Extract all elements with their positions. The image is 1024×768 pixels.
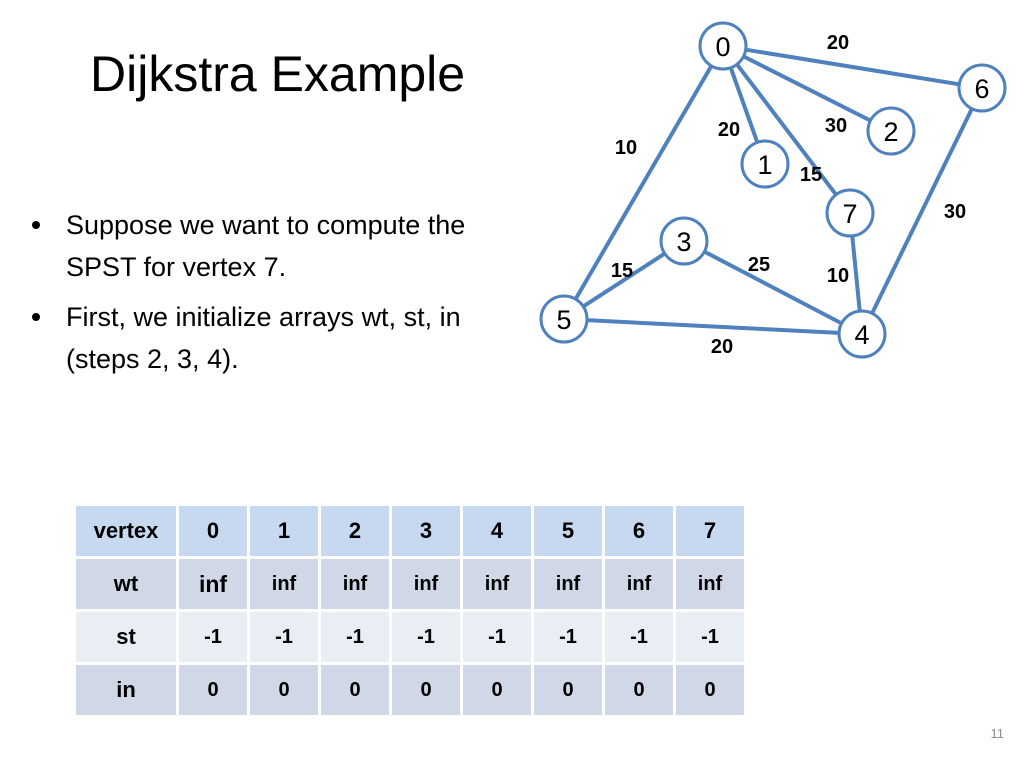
- node-label: 7: [842, 199, 857, 229]
- table-cell: inf: [176, 556, 250, 612]
- table-cell: inf: [318, 556, 392, 612]
- node-circle: [837, 309, 887, 359]
- graph-node-5: 5: [539, 294, 589, 344]
- edge-0-5: [573, 64, 714, 301]
- row-label-in: in: [73, 662, 179, 718]
- edges-layer: [573, 47, 974, 335]
- edge-weight-label: 20: [827, 32, 849, 54]
- edge-weight-label: 30: [825, 115, 847, 137]
- table-cell: -1: [673, 609, 747, 665]
- table-cell: inf: [247, 556, 321, 612]
- node-label: 4: [854, 320, 869, 350]
- node-label: 2: [883, 117, 898, 147]
- edge-weight-label: 10: [827, 265, 849, 287]
- header-cell: 1: [247, 503, 321, 559]
- edge-0-1: [728, 66, 760, 144]
- node-label: 0: [715, 32, 730, 62]
- table-row-st: st -1 -1 -1 -1 -1 -1 -1 -1: [73, 609, 747, 665]
- edge-weight-label: 15: [800, 164, 822, 186]
- table-row-in: in 0 0 0 0 0 0 0 0: [73, 662, 747, 718]
- node-circle: [825, 188, 875, 238]
- edge-3-5: [582, 251, 666, 309]
- graph-node-2: 2: [866, 106, 916, 156]
- graph-diagram: 20 20 30 10 15 30 10 25 15 20 0 1 2 3 4 5 6 7: [539, 21, 1007, 359]
- table-cell: -1: [247, 609, 321, 665]
- table-cell: -1: [531, 609, 605, 665]
- table-cell: 0: [247, 662, 321, 718]
- table-cell: 0: [318, 662, 392, 718]
- bullet-list: Suppose we want to compute the SPST for …: [28, 204, 498, 388]
- table-cell: -1: [176, 609, 250, 665]
- nodes-layer: 0 1 2 3 4 5 6 7: [539, 21, 1007, 359]
- node-circle: [740, 139, 790, 189]
- node-circle: [659, 216, 709, 266]
- page-number: 11: [990, 726, 1005, 741]
- table-cell: -1: [460, 609, 534, 665]
- bullet-item: First, we initialize arrays wt, st, in (…: [28, 296, 498, 380]
- table-cell: inf: [673, 556, 747, 612]
- graph-node-3: 3: [659, 216, 709, 266]
- header-cell: vertex: [73, 503, 179, 559]
- table-cell: inf: [389, 556, 463, 612]
- header-cell: 7: [673, 503, 747, 559]
- arrays-table: vertex 0 1 2 3 4 5 6 7 wt inf inf inf in…: [73, 503, 747, 718]
- table-cell: 0: [673, 662, 747, 718]
- graph-node-6: 6: [957, 63, 1007, 113]
- node-circle: [698, 21, 748, 71]
- node-label: 6: [974, 74, 989, 104]
- table-row-wt: wt inf inf inf inf inf inf inf inf: [73, 556, 747, 612]
- table-cell: -1: [389, 609, 463, 665]
- table-cell: inf: [531, 556, 605, 612]
- node-circle: [866, 106, 916, 156]
- header-cell: 4: [460, 503, 534, 559]
- edge-7-4: [850, 235, 862, 312]
- edge-weight-label: 20: [718, 119, 740, 141]
- slide-title: Dijkstra Example: [90, 46, 466, 102]
- header-cell: 0: [176, 503, 250, 559]
- edge-weight-label: 10: [615, 137, 637, 159]
- table-cell: inf: [602, 556, 676, 612]
- header-cell: 3: [389, 503, 463, 559]
- node-label: 1: [757, 150, 772, 180]
- table-cell: 0: [389, 662, 463, 718]
- edge-weight-label: 25: [748, 254, 770, 276]
- table-cell: 0: [176, 662, 250, 718]
- header-cell: 5: [531, 503, 605, 559]
- table-cell: -1: [318, 609, 392, 665]
- edge-weight-label: 15: [611, 260, 633, 282]
- node-circle: [539, 294, 589, 344]
- node-circle: [957, 63, 1007, 113]
- table-cell: -1: [602, 609, 676, 665]
- graph-node-7: 7: [825, 188, 875, 238]
- header-cell: 6: [602, 503, 676, 559]
- edge-weight-label: 30: [944, 201, 966, 223]
- edge-weight-label: 20: [711, 336, 733, 358]
- edge-0-2: [742, 54, 872, 123]
- table-cell: inf: [460, 556, 534, 612]
- row-label-wt: wt: [73, 556, 179, 612]
- edge-3-4: [703, 249, 843, 326]
- table-cell: 0: [531, 662, 605, 718]
- graph-node-1: 1: [740, 139, 790, 189]
- header-cell: 2: [318, 503, 392, 559]
- table-header-row: vertex 0 1 2 3 4 5 6 7: [73, 503, 747, 559]
- node-label: 5: [556, 305, 571, 335]
- table-cell: 0: [602, 662, 676, 718]
- edge-5-4: [586, 318, 840, 335]
- row-label-st: st: [73, 609, 179, 665]
- table-cell: 0: [460, 662, 534, 718]
- edge-0-7: [735, 63, 838, 196]
- graph-node-0: 0: [698, 21, 748, 71]
- edge-6-4: [870, 107, 974, 315]
- graph-node-4: 4: [837, 309, 887, 359]
- bullet-item: Suppose we want to compute the SPST for …: [28, 204, 498, 288]
- node-label: 3: [676, 227, 691, 257]
- edge-0-6: [745, 47, 960, 87]
